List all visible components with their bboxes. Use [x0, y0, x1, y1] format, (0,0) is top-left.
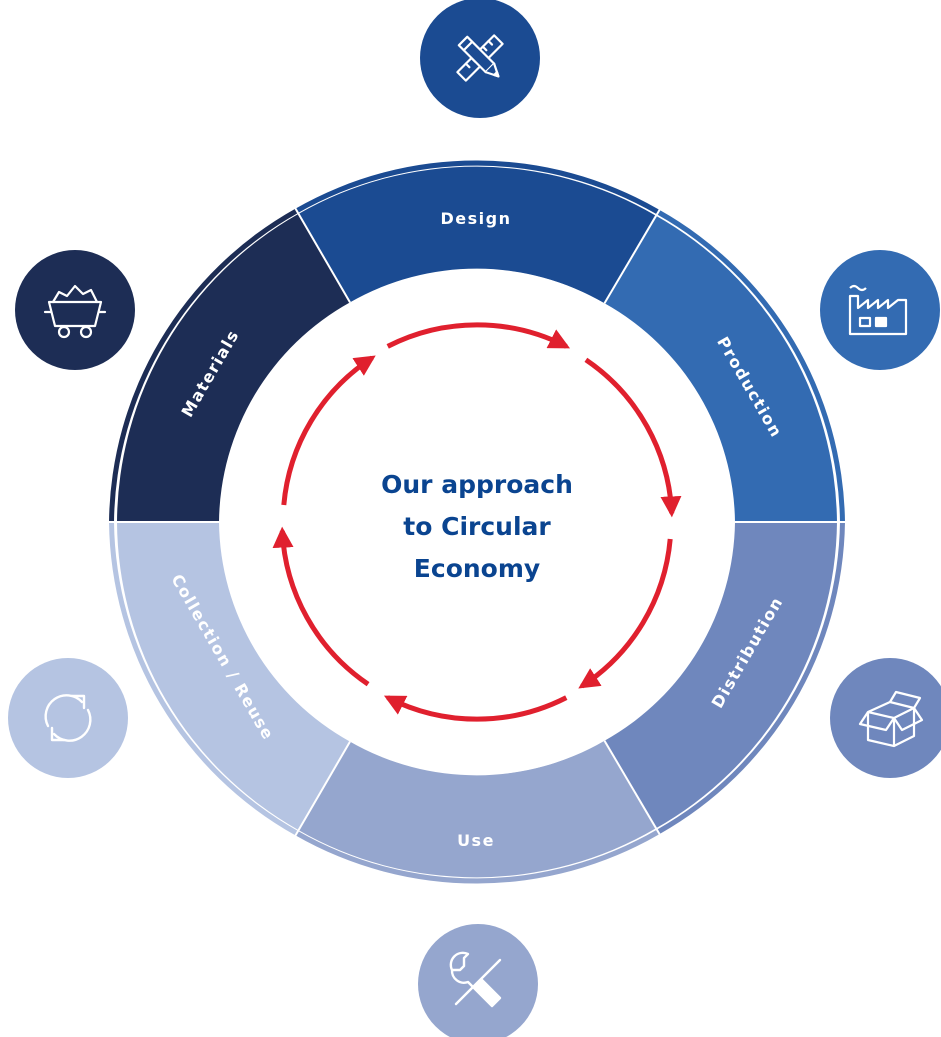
distribution-badge-circle: [830, 658, 941, 778]
segment-use: [298, 740, 656, 878]
segment-production: [604, 215, 837, 522]
ring-segments: [117, 166, 837, 878]
center-title: Our approach to Circular Economy: [381, 470, 573, 583]
wrench-screwdriver-icon: [449, 951, 502, 1008]
segment-design: [298, 166, 656, 304]
cycle-arrow: [281, 355, 376, 506]
label-design: Design: [441, 209, 512, 228]
design-icon-badge: [420, 0, 540, 118]
collection-icon-badge: [8, 658, 128, 778]
pencil-ruler-icon: [456, 34, 504, 82]
center-title-line2: to Circular: [403, 512, 551, 541]
segment-distribution: [604, 522, 837, 829]
outer-rim: [109, 160, 845, 884]
factory-icon: [848, 284, 908, 336]
rim-use: [295, 829, 660, 884]
center-disc: [224, 269, 730, 775]
divider: [293, 206, 351, 303]
segment-dividers: [107, 206, 847, 838]
use-icon-badge: [418, 924, 538, 1037]
cycle-arrow: [584, 357, 682, 518]
cycle-arrow: [386, 322, 571, 349]
segment-collection: [117, 522, 350, 831]
cycle-arrow: [272, 526, 370, 687]
materials-icon-badge: [15, 250, 135, 370]
cycle-arrows: [272, 322, 682, 722]
center-title-line3: Economy: [414, 554, 540, 583]
production-badge-circle: [820, 250, 940, 370]
segment-materials: [117, 213, 350, 522]
rim-materials: [109, 208, 298, 522]
materials-badge-circle: [15, 250, 135, 370]
distribution-icon-badge: [830, 658, 941, 778]
divider: [293, 741, 351, 838]
divider: [603, 740, 662, 837]
box-icon: [858, 690, 924, 748]
label-use: Use: [457, 831, 495, 850]
production-icon-badge: [820, 250, 940, 370]
rim-collection: [109, 522, 298, 836]
recycle-arrows-icon: [44, 694, 92, 742]
cycle-arrow: [383, 695, 568, 722]
divider: [603, 207, 662, 304]
cycle-arrow: [578, 538, 673, 689]
rim-design: [295, 160, 660, 215]
mine-cart-icon: [43, 284, 107, 339]
center-title-line1: Our approach: [381, 470, 573, 499]
collection-badge-circle: [8, 658, 128, 778]
